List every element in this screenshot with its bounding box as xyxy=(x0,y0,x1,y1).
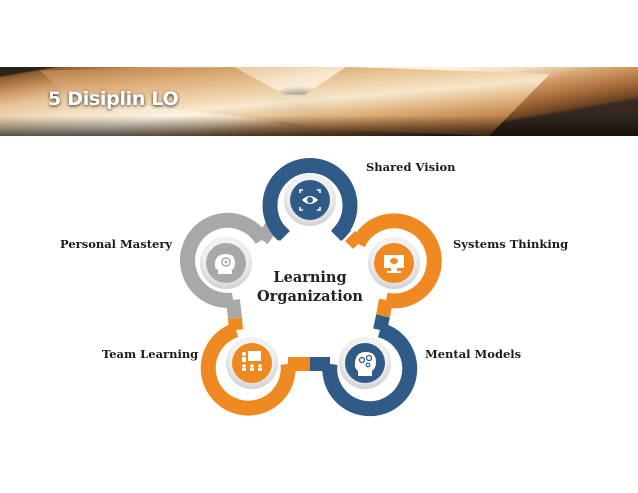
monitor-brain-icon xyxy=(384,255,404,273)
head-target-icon xyxy=(214,254,235,274)
center-title: Learning Organization xyxy=(257,269,363,305)
label-systems-thinking: Systems Thinking xyxy=(453,237,569,251)
eye-focus-icon xyxy=(299,189,321,211)
node-shared-vision xyxy=(262,158,358,241)
node-systems-thinking xyxy=(351,213,442,309)
head-gears-icon xyxy=(354,352,376,376)
node-team-learning xyxy=(200,322,296,416)
label-mental-models: Mental Models xyxy=(425,347,522,361)
presentation-team-icon xyxy=(242,351,262,371)
label-team-learning: Team Learning xyxy=(102,347,199,361)
label-personal-mastery: Personal Mastery xyxy=(60,237,173,251)
label-shared-vision: Shared Vision xyxy=(366,160,456,174)
slide-title: 5 Disiplin LO xyxy=(48,88,179,110)
header-banner: 5 Disiplin LO xyxy=(0,67,638,136)
node-personal-mastery xyxy=(180,212,269,308)
node-mental-models xyxy=(322,322,418,417)
